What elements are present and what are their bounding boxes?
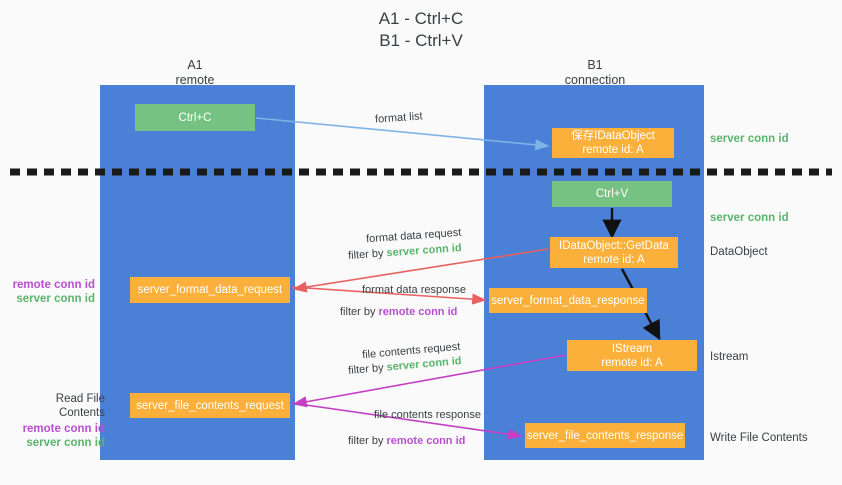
filter-prefix-4: filter by xyxy=(348,435,387,447)
box-server-format-data-request[interactable]: server_format_data_request xyxy=(130,277,290,303)
label-server-conn-id-left-2: server conn id xyxy=(26,437,105,449)
box-istream[interactable]: IStream remote id: A xyxy=(567,340,697,371)
column-header-b1-sub: connection xyxy=(564,73,626,87)
label-read-file-contents: Read File Contents xyxy=(55,393,105,419)
box-idataobject-getdata-line1: IDataObject::GetData xyxy=(559,239,669,252)
box-save-idataobject-line1: 保存IDataObject xyxy=(571,130,655,142)
title-line-2: B1 - Ctrl+V xyxy=(379,31,463,50)
filter-value-server-conn-id-1: server conn id xyxy=(386,242,462,260)
flow-label-file-contents-response: file contents response xyxy=(374,409,482,421)
box-server-file-contents-request[interactable]: server_file_contents_request xyxy=(130,393,290,418)
box-save-idataobject-line2: remote id: A xyxy=(582,144,644,156)
label-server-conn-id-left-1: server conn id xyxy=(16,293,95,305)
flow-label-format-data-response: format data response xyxy=(362,284,466,296)
box-idataobject-getdata[interactable]: IDataObject::GetData remote id: A xyxy=(550,237,678,268)
box-ctrl-v[interactable]: Ctrl+V xyxy=(552,181,672,207)
box-server-format-data-response[interactable]: server_format_data_response xyxy=(489,288,647,313)
box-server-file-contents-response-label: server_file_contents_response xyxy=(526,429,684,442)
box-ctrl-c[interactable]: Ctrl+C xyxy=(135,104,255,131)
box-server-file-contents-response[interactable]: server_file_contents_response xyxy=(525,423,685,448)
filter-prefix-1: filter by xyxy=(347,247,387,262)
label-istream: Istream xyxy=(710,351,749,363)
column-header-b1-name: B1 xyxy=(587,58,603,72)
column-header-b1: B1 connection xyxy=(530,58,660,88)
label-dataobject: DataObject xyxy=(710,246,768,258)
flow-label-format-list: format list xyxy=(374,110,424,126)
filter-prefix-3: filter by xyxy=(347,361,388,377)
flow-label-format-data-request-filter: filter by server conn id xyxy=(348,241,462,263)
box-server-format-data-request-label: server_format_data_request xyxy=(137,284,283,296)
filter-value-remote-conn-id-1: remote conn id xyxy=(378,306,458,318)
box-server-file-contents-request-label: server_file_contents_request xyxy=(136,399,284,412)
column-header-a1-name: A1 xyxy=(187,58,203,72)
box-server-format-data-response-label: server_format_data_response xyxy=(491,294,645,307)
box-ctrl-c-label: Ctrl+C xyxy=(178,111,212,124)
label-group-read-file-contents: Read File Contents remote conn id server… xyxy=(10,392,105,450)
box-ctrl-v-label: Ctrl+V xyxy=(595,188,629,200)
label-remote-conn-id-1: remote conn id xyxy=(12,279,95,291)
filter-value-remote-conn-id-2: remote conn id xyxy=(386,435,466,447)
filter-prefix-2: filter by xyxy=(340,306,379,318)
label-group-format-conn-ids: remote conn id server conn id xyxy=(10,278,95,306)
box-istream-line1: IStream xyxy=(611,342,653,355)
box-save-idataobject[interactable]: 保存IDataObject remote id: A xyxy=(552,128,674,158)
label-server-conn-id-mid: server conn id xyxy=(710,212,789,224)
label-server-conn-id-top: server conn id xyxy=(710,133,789,145)
flow-label-format-data-response-filter: filter by remote conn id xyxy=(340,305,457,319)
label-remote-conn-id-2: remote conn id xyxy=(22,423,105,435)
label-write-file-contents: Write File Contents xyxy=(710,432,808,444)
box-idataobject-getdata-line2: remote id: A xyxy=(583,253,645,266)
page-title: A1 - Ctrl+C B1 - Ctrl+V xyxy=(0,8,842,52)
column-header-a1-sub: remote xyxy=(175,73,215,87)
title-line-1: A1 - Ctrl+C xyxy=(378,9,464,28)
flow-label-file-contents-response-filter: filter by remote conn id xyxy=(348,434,465,448)
column-header-a1: A1 remote xyxy=(130,58,260,88)
box-istream-line2: remote id: A xyxy=(601,356,663,369)
